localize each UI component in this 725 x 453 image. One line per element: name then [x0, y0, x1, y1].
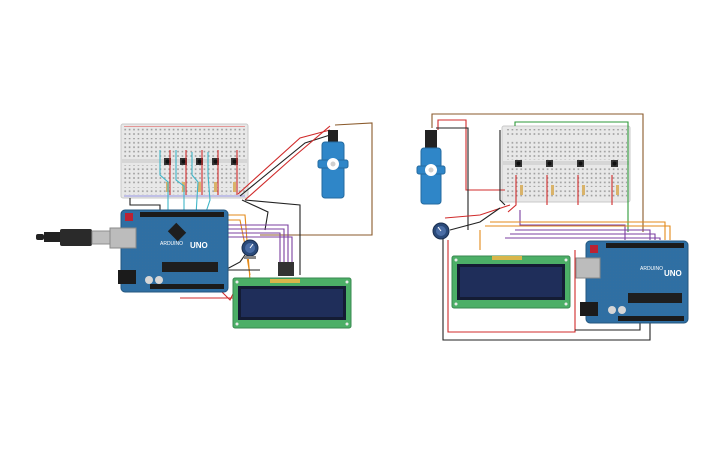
push-button[interactable] [196, 158, 203, 165]
left-circuit: ARDUINO UNO [36, 122, 373, 329]
push-button[interactable] [577, 160, 584, 167]
right-breadboard [501, 125, 631, 203]
right-wires [431, 113, 671, 341]
push-button[interactable] [231, 158, 238, 165]
right-resistors [520, 185, 619, 195]
push-button[interactable] [164, 158, 171, 165]
left-lcd-display[interactable] [232, 262, 352, 329]
right-servo[interactable] [416, 130, 446, 205]
arduino-brand-label: ARDUINO [640, 266, 663, 272]
push-button[interactable] [546, 160, 553, 167]
arduino-model-label: UNO [190, 241, 208, 250]
push-button[interactable] [515, 160, 522, 167]
right-lcd-display[interactable] [451, 255, 571, 309]
left-push-buttons [164, 158, 238, 165]
right-arduino-uno[interactable]: ARDUINO UNO [575, 240, 689, 324]
push-button[interactable] [212, 158, 219, 165]
push-button[interactable] [611, 160, 618, 167]
arduino-model-label: UNO [664, 269, 682, 278]
left-potentiometer[interactable] [241, 239, 259, 259]
left-arduino-uno[interactable]: ARDUINO UNO [109, 209, 229, 293]
right-potentiometer[interactable] [432, 222, 450, 240]
right-circuit: ARDUINO UNO [416, 113, 689, 341]
left-servo[interactable] [317, 130, 349, 199]
right-push-buttons [515, 160, 618, 167]
push-button[interactable] [180, 158, 187, 165]
arduino-brand-label: ARDUINO [160, 241, 183, 247]
